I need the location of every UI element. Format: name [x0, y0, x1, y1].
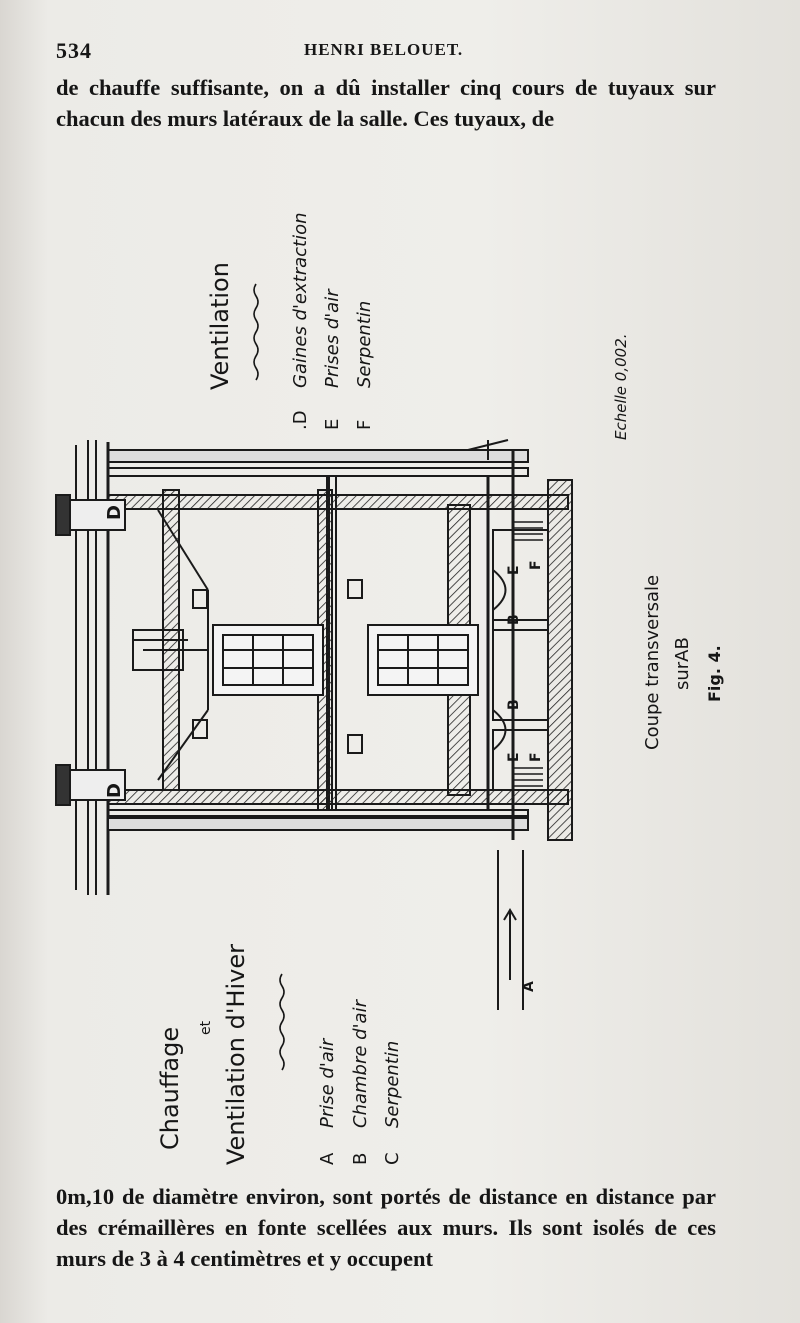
running-head: HENRI BELOUET.: [304, 40, 464, 59]
label-d-top: D: [104, 505, 125, 520]
caption-line-1: Coupe transversale: [642, 575, 663, 750]
legend-chauffage-title-1: Chauffage: [156, 1027, 184, 1150]
legend-item-e-letter: E: [322, 419, 343, 430]
legend-item-b-label: Chambre d'air: [350, 998, 371, 1128]
legend-chauffage-title-3: Ventilation d'Hiver: [222, 944, 250, 1165]
label-e-1: E: [506, 565, 522, 575]
legend-item-c-letter: C: [382, 1152, 403, 1165]
legend-item-d-letter: .D: [290, 410, 311, 430]
cross-section-drawing: D D E F B B E F A Ventilation .D Gaines …: [55, 212, 724, 1165]
scale-label: Echelle 0,002.: [612, 333, 630, 440]
caption-line-2: surAB: [672, 637, 693, 690]
caption-fig: Fig. 4.: [705, 645, 724, 702]
page-header: 534 HENRI BELOUET.: [56, 38, 716, 68]
label-e-2: E: [506, 752, 522, 762]
label-b-1: B: [506, 614, 522, 625]
building-section: [55, 439, 573, 1010]
legend-item-a-letter: A: [317, 1152, 338, 1165]
legend-item-c-label: Serpentin: [382, 1041, 403, 1128]
legend-chauffage-title-2: et: [198, 1020, 214, 1035]
legend-item-b-letter: B: [350, 1153, 371, 1165]
legend-chauffage: Chauffage et Ventilation d'Hiver A Prise…: [156, 944, 403, 1165]
legend-item-a-label: Prise d'air: [317, 1037, 338, 1128]
body-text-top: de chauffe suffisante, on a dû installer…: [56, 75, 716, 131]
label-b-2: B: [506, 699, 522, 710]
label-f-2: F: [528, 752, 544, 762]
legend-item-d-label: Gaines d'extraction: [290, 212, 311, 388]
building-cross-section-figure: D D E F B B E F A Ventilation .D Gaines …: [48, 150, 768, 1170]
label-f-1: F: [528, 560, 544, 570]
figure-caption: Coupe transversale surAB Fig. 4.: [642, 575, 724, 750]
label-a: A: [521, 981, 537, 992]
legend-item-e-label: Prises d'air: [322, 288, 343, 388]
page-number: 534: [56, 38, 92, 63]
label-d-bottom: D: [104, 783, 125, 798]
legend-item-f-letter: F: [354, 420, 375, 430]
body-text-bottom: 0m,10 de diamètre environ, sont portés d…: [56, 1184, 716, 1271]
legend-ventilation: Ventilation .D Gaines d'extraction E Pri…: [206, 212, 630, 440]
legend-ventilation-title: Ventilation: [206, 262, 234, 390]
legend-item-f-label: Serpentin: [354, 301, 375, 388]
